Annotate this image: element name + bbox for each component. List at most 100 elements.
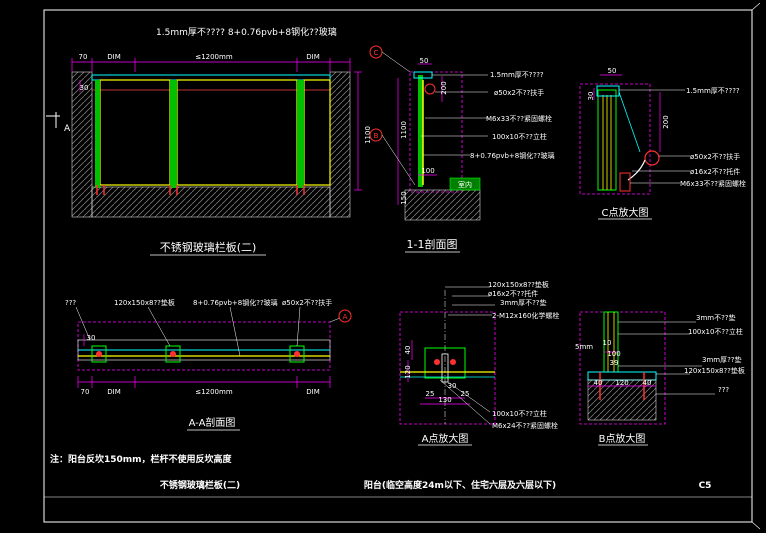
section-dimensions [397, 63, 443, 205]
section-dim-1100: 1100 [400, 121, 408, 139]
drawing-note: 注：阳台反坎150mm，栏杆不使用反坎高度 [50, 453, 233, 465]
drawing-subtitle: 阳台(临空高度24m以下、住宅六层及六层以下) [364, 479, 556, 491]
detail-b-glass-layers [607, 312, 615, 372]
detail-a-plate [424, 347, 466, 379]
detail-c-boundary [579, 83, 651, 195]
section-leaders [421, 74, 488, 156]
section-1-1-view: 室内 C B 1.5mm厚不???? ø50x2不??扶手 M6x33不??紧固 [369, 45, 555, 253]
elevation-dim-right: DIM [306, 53, 320, 61]
detail-c-support-arm [627, 159, 646, 181]
post-1 [95, 80, 100, 188]
section-stamp: 室内 [458, 180, 472, 189]
drawing-main-title: 不锈钢玻璃栏板(二) [160, 479, 240, 491]
handrail [91, 74, 331, 81]
section-1-1-title: 1-1剖面图 [407, 237, 458, 251]
detail-b-label-plate: 120x150x8??垫板 [684, 366, 745, 375]
detail-b-boundary [579, 311, 666, 425]
post-3 [297, 80, 304, 188]
section-label-glass: 8+0.76pvb+8钢化??玻璃 [470, 151, 555, 160]
section-boundary [409, 71, 463, 193]
section-aa-leaders [75, 306, 341, 357]
detail-b-dim-40-right: 40 [643, 379, 652, 387]
detail-c-title: C点放大图 [602, 206, 649, 219]
drawing-sheet-number: C5 [699, 481, 712, 491]
elevation-dim-height: 1100 [364, 126, 372, 144]
section-mark-label: A [64, 124, 71, 134]
section-dim-150: 150 [400, 191, 408, 204]
elevation-view: A 1.5mm厚不???? 8+0.76pvb+8钢化??玻璃 70 DIM ≤… [46, 26, 372, 256]
callout-a[interactable] [338, 309, 352, 323]
detail-c-label-cover: 1.5mm厚不???? [686, 87, 740, 95]
elevation-dim-30: 30 [80, 84, 89, 92]
detail-c-dim-50: 50 [608, 67, 617, 75]
detail-a-dim-120: 120 [404, 365, 412, 378]
detail-c-leaders [619, 89, 690, 184]
section-aa-posts [91, 345, 305, 363]
section-aa-dimensions [77, 334, 331, 388]
detail-a-dim-25-right: 25 [461, 390, 470, 398]
section-aa-title: A-A剖面图 [189, 416, 236, 429]
section-aa-view: A ??? 120x150x8??垫板 8+0.76pvb+8钢化??玻璃 ø5… [65, 298, 352, 431]
detail-c-handrail-tube [644, 150, 660, 166]
detail-b-dim-10: 10 [603, 339, 612, 347]
section-aa-label-3: 8+0.76pvb+8钢化??玻璃 [193, 298, 278, 307]
detail-c-label-bolt: M6x33不??紧固螺栓 [680, 179, 746, 188]
section-aa-dim-right: DIM [306, 388, 320, 396]
glass-panel-3 [303, 79, 331, 186]
detail-b-title: B点放大图 [599, 432, 646, 445]
section-aa-label-1: ??? [65, 299, 76, 307]
section-aa-dim-left: DIM [107, 388, 121, 396]
section-label-post: 100x10不??立柱 [492, 132, 547, 141]
detail-b-dim-40-left: 40 [594, 379, 603, 387]
detail-a-label-anchor: 2-M12x160化学螺栓 [492, 311, 559, 320]
section-stamp-box [449, 177, 481, 191]
post-2 [170, 80, 177, 188]
elevation-dim-left: DIM [107, 53, 121, 61]
elevation-dimensions [71, 58, 362, 191]
detail-b-leaders [618, 321, 715, 395]
detail-c-bolt-plate [619, 172, 631, 192]
detail-a-label-post: 100x10不??立柱 [492, 409, 547, 418]
glass-panel-1 [99, 79, 171, 186]
detail-a-label-bolt: M6x24不??紧固螺栓 [492, 421, 558, 430]
detail-a-label-support: ø16x2不??托件 [488, 289, 538, 298]
detail-c-dimensions [593, 74, 661, 152]
detail-b-dim-39: 39 [610, 359, 619, 367]
glass-panel-2 [176, 79, 298, 186]
detail-a-dimensions [407, 340, 470, 405]
detail-a-title: A点放大图 [422, 432, 469, 445]
section-dim-200: 200 [440, 81, 448, 94]
detail-b-label-thin-pad: 3mm厚??垫 [702, 355, 742, 364]
detail-a-label-pad: 3mm厚不??垫 [500, 298, 547, 307]
detail-c-glass-layers [602, 95, 612, 190]
callout-c-label: C [374, 49, 379, 57]
detail-c-cap [596, 85, 620, 97]
detail-c-view: 50 30 200 1.5mm厚不???? ø50x2不??扶手 ø16x2不?… [579, 67, 746, 220]
elevation-title: 不锈钢玻璃栏板(二) [160, 240, 257, 254]
detail-a-bolt-1 [434, 359, 440, 365]
section-handrail-tube [424, 83, 436, 95]
floor-slab [91, 186, 331, 218]
section-label-bolt: M6x33不??紧固螺栓 [486, 114, 552, 123]
detail-a-post [441, 353, 449, 383]
detail-c-label-support: ø16x2不??托件 [690, 167, 740, 176]
detail-c-dim-30: 30 [587, 92, 595, 101]
detail-c-bracket-edge [618, 91, 641, 153]
drawing-frame [43, 9, 753, 523]
callout-a-label: A [343, 313, 348, 321]
section-label-handrail: ø50x2不??扶手 [494, 88, 544, 97]
callout-b-label: B [374, 132, 379, 140]
anchor-bolts [96, 185, 305, 195]
section-dim-50: 50 [420, 57, 429, 65]
section-dim-100: 100 [421, 167, 434, 175]
detail-a-leaders [439, 286, 495, 425]
detail-c-dim-200: 200 [662, 115, 670, 128]
frame-corner-ticks [751, 2, 761, 530]
detail-a-boundary [399, 311, 496, 425]
section-post [418, 75, 423, 187]
elevation-dim-70: 70 [79, 53, 88, 61]
elevation-dim-span: ≤1200mm [195, 53, 232, 61]
detail-b-dimensions [588, 351, 656, 387]
detail-a-label-plate: 120x150x8??垫板 [488, 280, 549, 289]
